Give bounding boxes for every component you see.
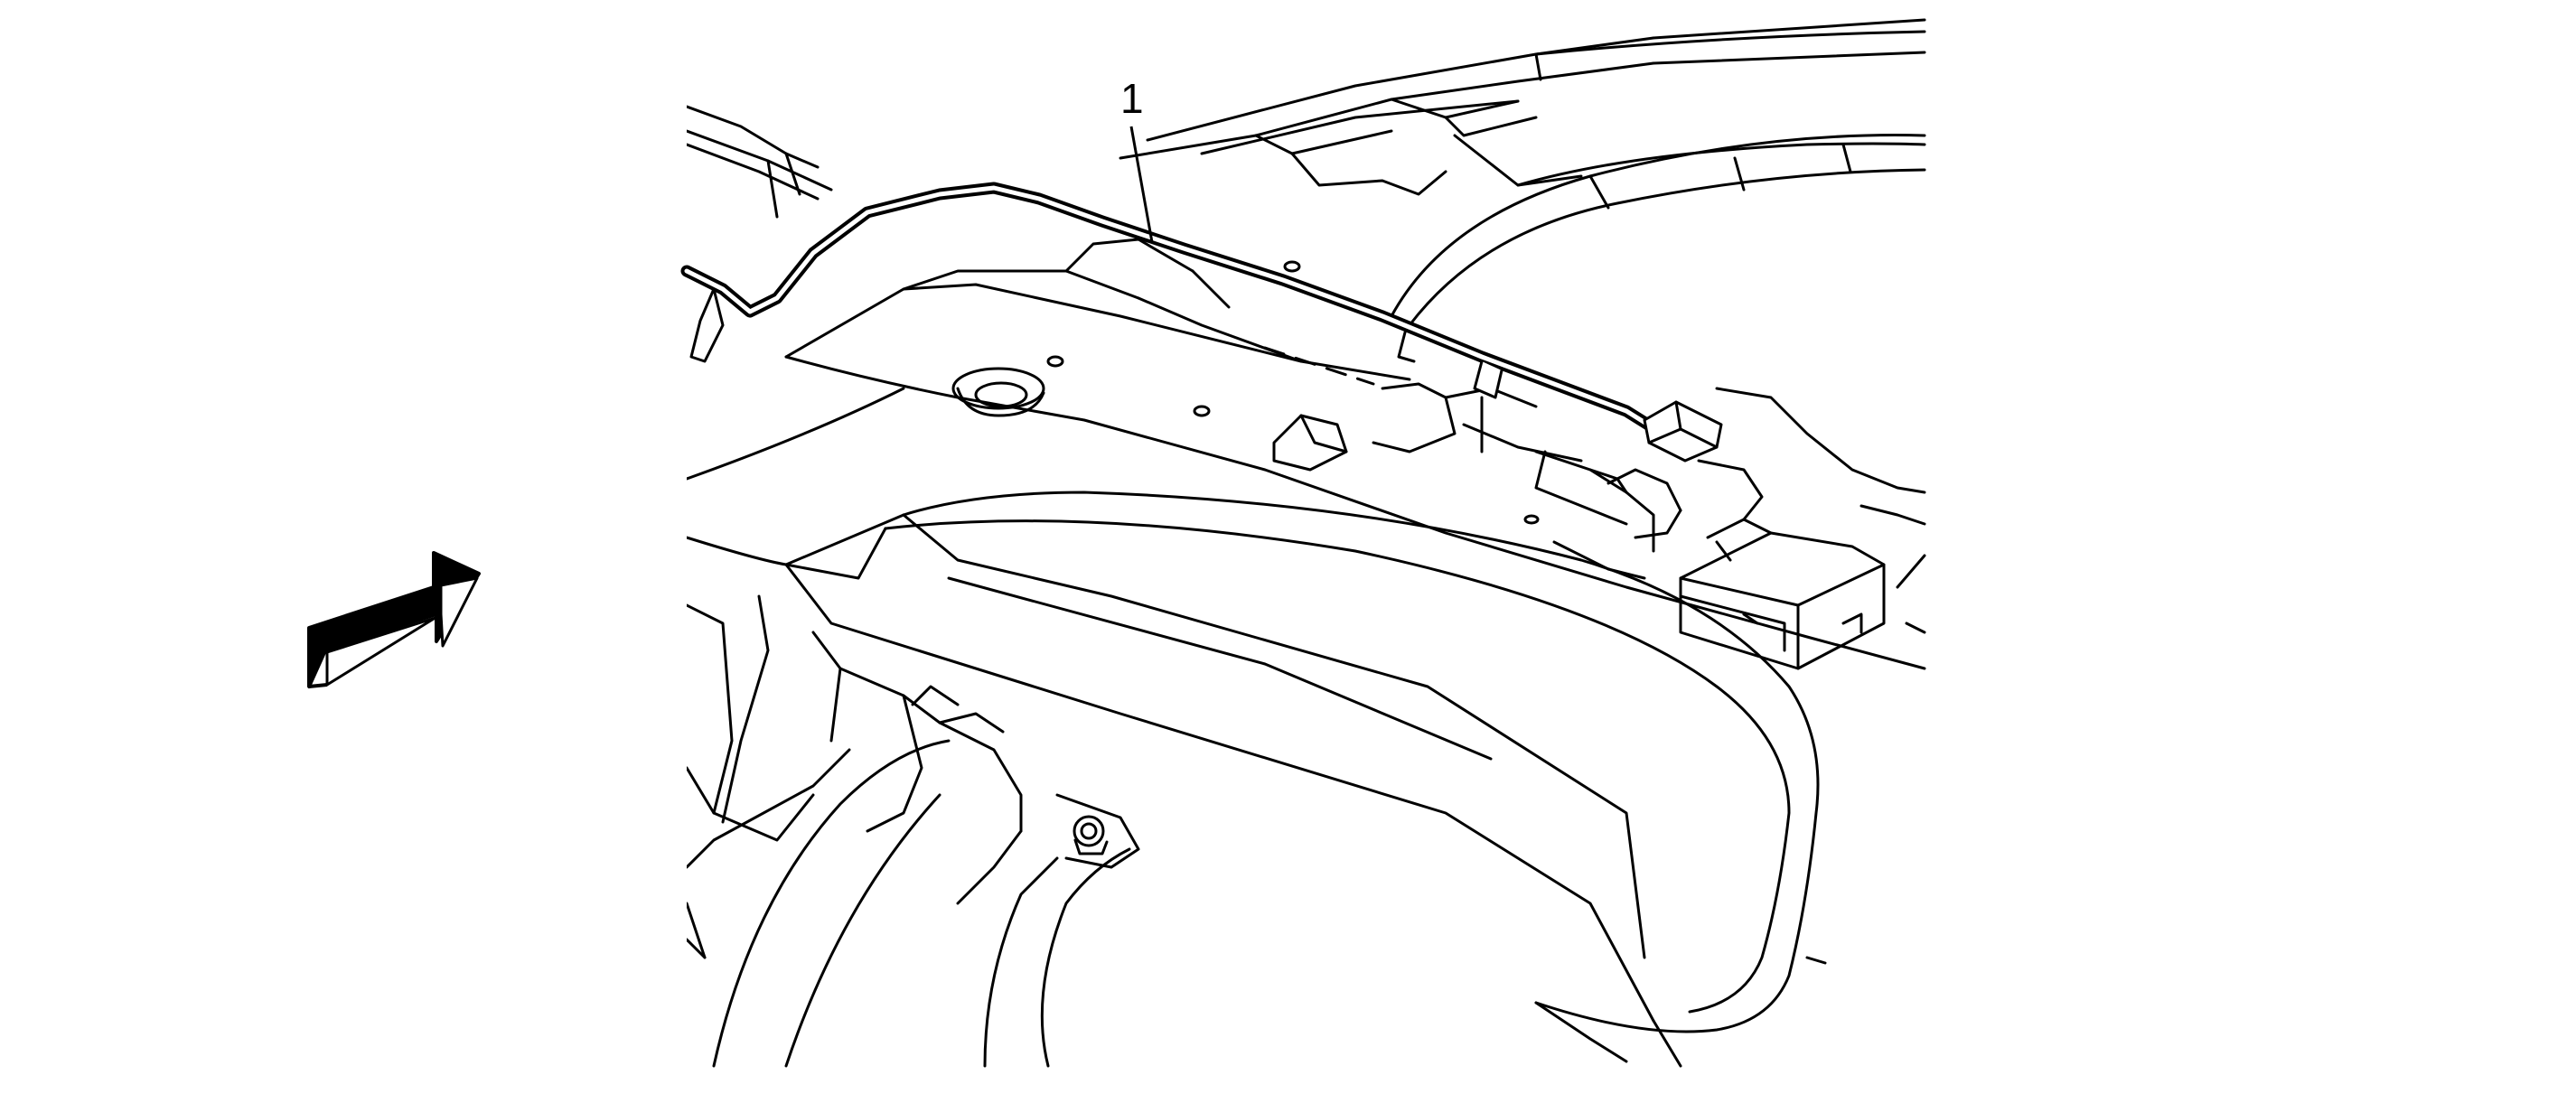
callout-1: 1: [1120, 75, 1154, 243]
view-direction-arrow-icon: [307, 551, 481, 688]
callout-1-label: 1: [1120, 75, 1144, 122]
wiring-harness: [680, 182, 1723, 463]
callout-1-leader-line: [1129, 126, 1154, 243]
vehicle-structure: [687, 18, 1926, 1068]
